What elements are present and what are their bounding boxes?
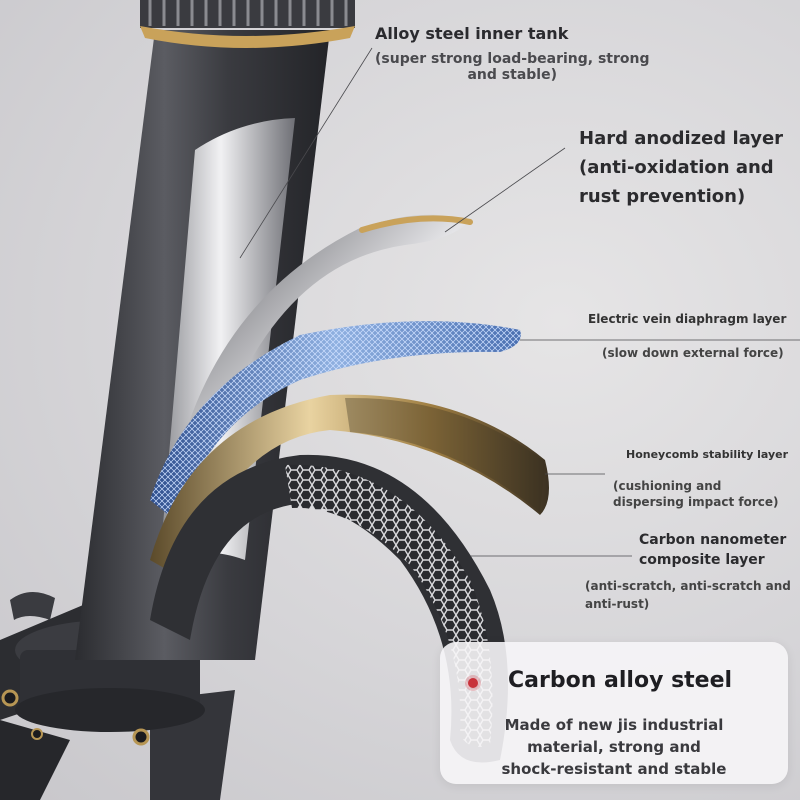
label-carbon-desc: (anti-scratch, anti-scratch and anti-rus… (585, 577, 791, 613)
honeycomb-desc-2: dispersing impact force) (613, 495, 779, 509)
carbon-desc-2: anti-rust) (585, 597, 650, 611)
label-honeycomb: Honeycomb stability layer (626, 448, 788, 461)
label-inner-tank: Alloy steel inner tank (super strong loa… (375, 24, 649, 83)
honeycomb-desc-1: (cushioning and (613, 479, 722, 493)
anodized-line-3: rust prevention) (579, 186, 746, 207)
anodized-line-2: (anti-oxidation and (579, 157, 774, 178)
card-desc-line-2: material, strong and (527, 738, 701, 756)
label-honeycomb-desc: (cushioning and dispersing impact force) (613, 478, 779, 510)
top-knob (140, 0, 355, 48)
anodized-line-1: Hard anodized layer (579, 128, 784, 149)
honeycomb-title: Honeycomb stability layer (626, 448, 789, 461)
layer-anodized (175, 214, 473, 520)
card-desc-line-1: Made of new jis industrial (504, 716, 724, 734)
label-vein: Electric vein diaphragm layer (slow down… (588, 312, 786, 360)
card-description: Made of new jis industrial material, str… (440, 714, 788, 780)
card-desc-line-3: shock-resistant and stable (501, 760, 727, 778)
inner-tank-desc-1: (super strong load-bearing, strong (375, 51, 650, 67)
layer-vein-mesh (150, 321, 521, 520)
card-title: Carbon alloy steel (508, 668, 733, 693)
carbon-title-2: composite layer (639, 552, 765, 568)
carbon-title-1: Carbon nanometer (639, 532, 787, 548)
carbon-desc-1: (anti-scratch, anti-scratch and (585, 579, 791, 593)
layer-honeycomb (150, 394, 549, 580)
leader-lines (239, 47, 800, 557)
vein-title: Electric vein diaphragm layer (588, 312, 787, 326)
vein-desc: (slow down external force) (602, 346, 784, 360)
material-card: Carbon alloy steel Made of new jis indus… (440, 642, 788, 784)
label-carbon: Carbon nanometer composite layer (639, 530, 786, 570)
label-anodized: Hard anodized layer (anti-oxidation and … (579, 124, 783, 211)
red-dot-icon (468, 678, 478, 688)
inner-tank-desc-2: and stable) (467, 67, 557, 83)
inner-tank-title: Alloy steel inner tank (375, 24, 569, 43)
